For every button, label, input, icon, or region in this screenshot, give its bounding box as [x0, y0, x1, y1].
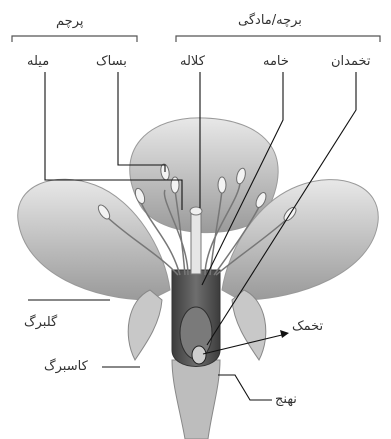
leader-receptacle — [218, 375, 272, 400]
style-column — [191, 214, 201, 274]
filament-label: میله — [27, 55, 49, 68]
sepal-label: کاسبرگ — [44, 360, 88, 373]
style-label: خامه — [263, 55, 289, 68]
anther-label: بساک — [96, 55, 127, 68]
ovule-shape — [192, 346, 206, 364]
stigma-label: کلاله — [180, 55, 205, 68]
ovule-arrowhead — [280, 330, 289, 338]
stigma-shape — [190, 207, 202, 215]
petal-label: گلبرگ — [24, 316, 57, 329]
pistil-bracket — [176, 36, 380, 42]
sepal-left — [128, 290, 162, 360]
ovary-label: تخمدان — [331, 55, 371, 68]
stamen-bracket — [12, 36, 137, 42]
pistil-header: برچه/مادگی — [238, 14, 302, 27]
ovule-label: تخمک — [292, 320, 323, 333]
stamen-header: پرچم — [56, 15, 83, 28]
receptacle-label: نهنج — [275, 393, 297, 406]
sepal-right — [232, 290, 266, 360]
receptacle-shape — [172, 360, 220, 439]
